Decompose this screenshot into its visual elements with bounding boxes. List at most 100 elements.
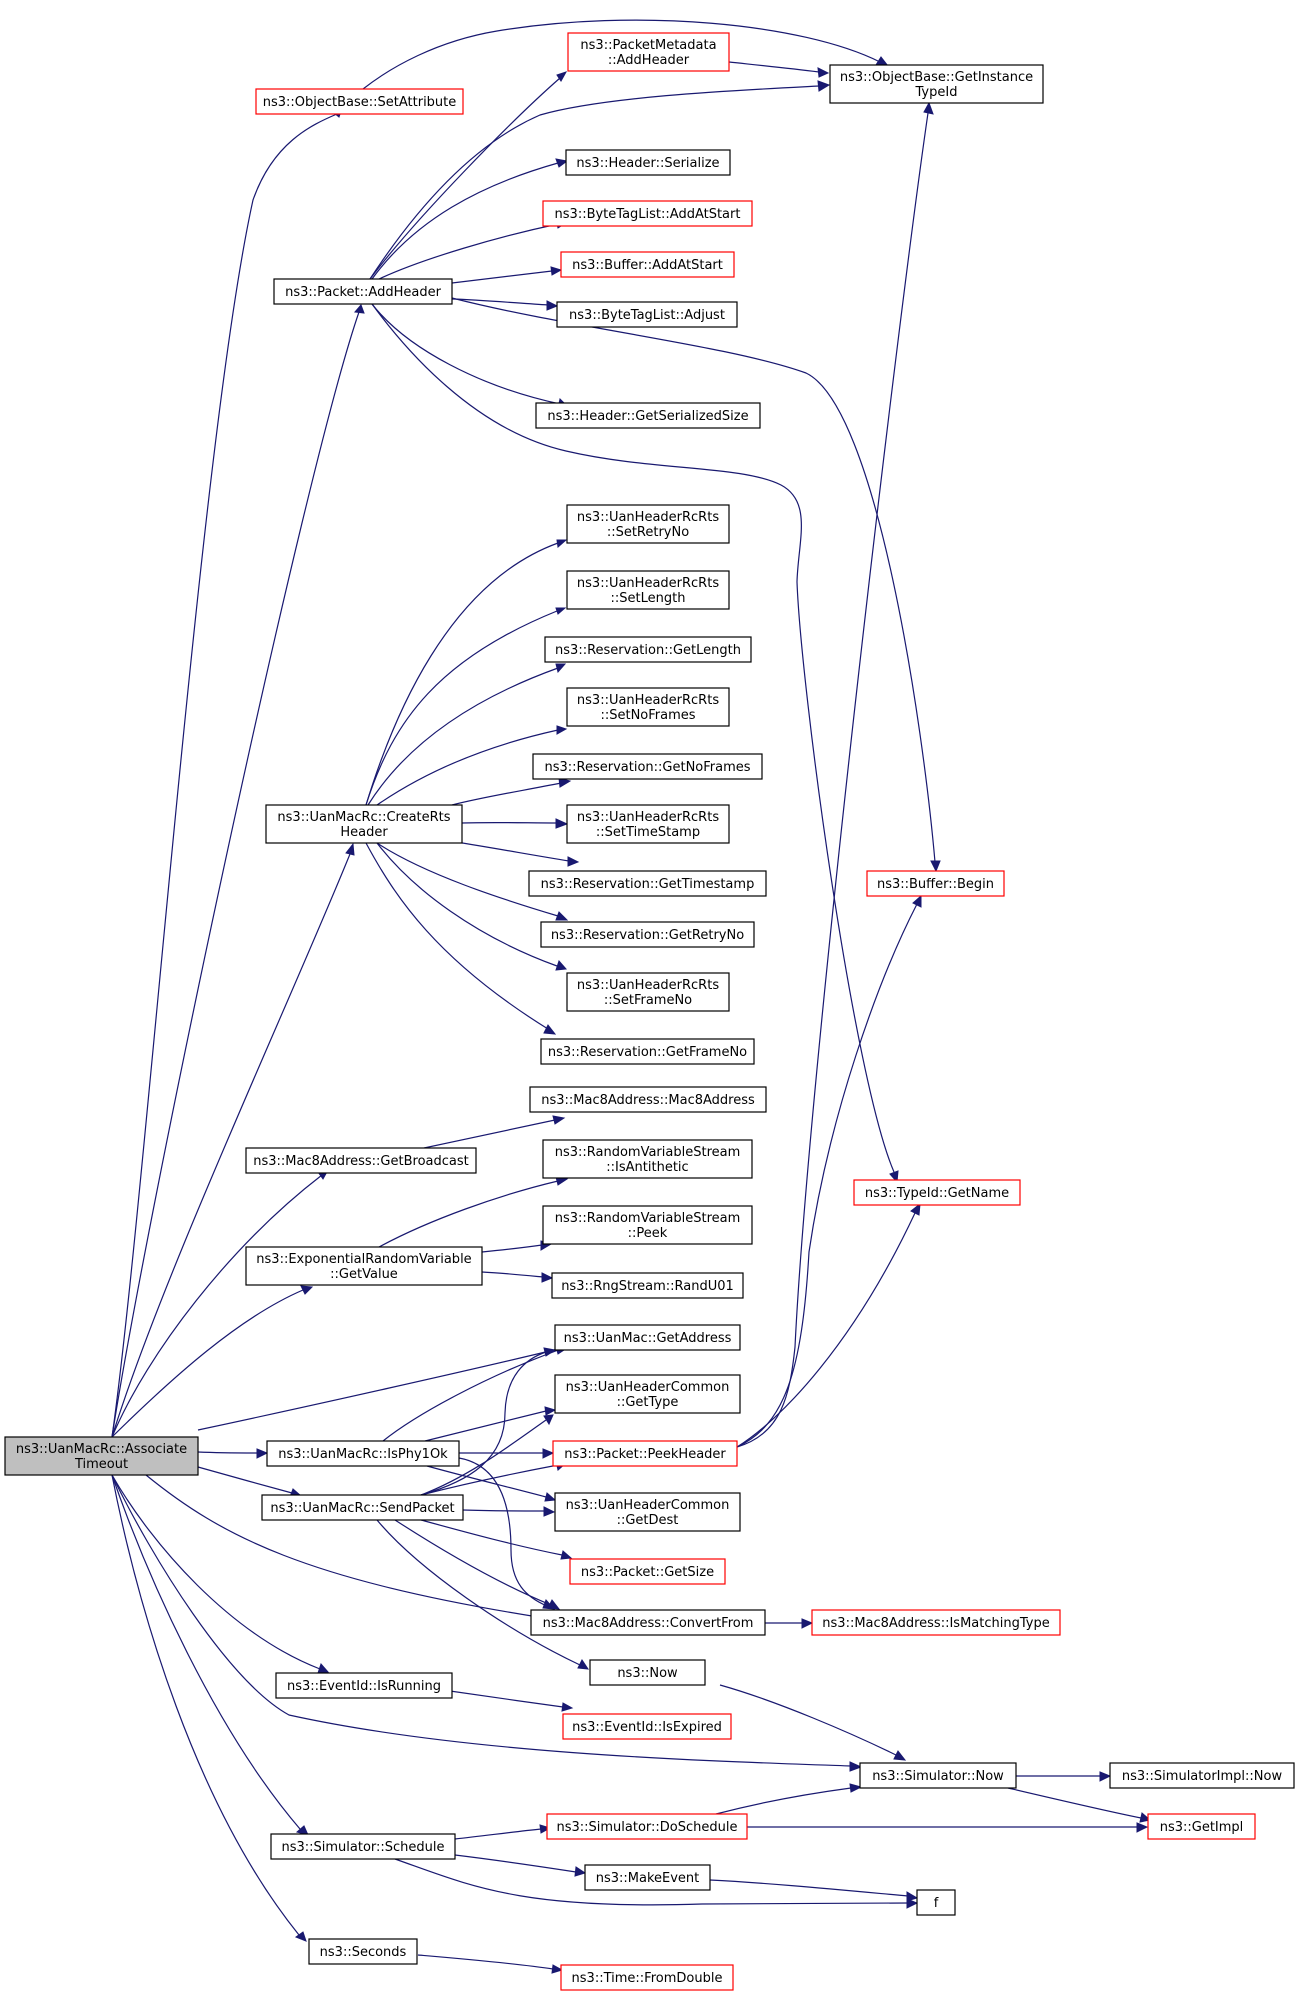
edge-sendpkt-to-m8cf [394, 1519, 561, 1610]
node-rng[interactable]: ns3::RngStream::RandU01 [551, 1272, 744, 1299]
node-btladj[interactable]: ns3::ByteTagList::Adjust [556, 301, 738, 328]
node-box [554, 1374, 741, 1414]
node-box [255, 88, 464, 115]
node-rgl[interactable]: ns3::Reservation::GetLength [544, 636, 752, 663]
node-getimpl[interactable]: ns3::GetImpl [1147, 1813, 1256, 1840]
node-box [245, 1246, 483, 1286]
edge-simnow-to-getimpl [1007, 1787, 1152, 1823]
node-uhcgd[interactable]: ns3::UanHeaderCommon::GetDest [554, 1492, 741, 1532]
node-label: ::SetFrameNo [604, 993, 692, 1008]
node-sfn[interactable]: ns3::UanHeaderRcRts::SetFrameNo [566, 972, 730, 1012]
node-snf[interactable]: ns3::UanHeaderRcRts::SetNoFrames [566, 687, 730, 727]
node-simimplnow[interactable]: ns3::SimulatorImpl::Now [1109, 1762, 1295, 1789]
arrowhead [555, 818, 569, 829]
node-sts[interactable]: ns3::UanHeaderRcRts::SetTimeStamp [566, 804, 730, 844]
node-tidgn[interactable]: ns3::TypeId::GetName [853, 1179, 1021, 1206]
node-label: ns3::Buffer::Begin [877, 877, 994, 892]
node-box [529, 1086, 767, 1113]
node-pktsize[interactable]: ns3::Packet::GetSize [569, 1558, 726, 1585]
node-box [584, 1864, 711, 1891]
node-rgnf[interactable]: ns3::Reservation::GetNoFrames [532, 753, 763, 780]
node-umga[interactable]: ns3::UanMac::GetAddress [554, 1324, 741, 1351]
node-f[interactable]: f [916, 1889, 956, 1916]
node-label: ns3::Simulator::Now [872, 1769, 1004, 1784]
node-label: ns3::Header::GetSerializedSize [547, 409, 748, 424]
edge-root-to-m8gb [111, 1169, 329, 1438]
node-label: ns3::ByteTagList::Adjust [569, 308, 725, 323]
node-m8cf[interactable]: ns3::Mac8Address::ConvertFrom [530, 1609, 766, 1636]
node-isphy[interactable]: ns3::UanMacRc::IsPhy1Ok [266, 1440, 460, 1467]
node-rvspeek[interactable]: ns3::RandomVariableStream::Peek [542, 1205, 753, 1245]
edge-erv-to-rvsanti [378, 1176, 569, 1248]
edge-line [719, 1684, 897, 1756]
node-srn[interactable]: ns3::UanHeaderRcRts::SetRetryNo [566, 504, 730, 544]
node-rgts[interactable]: ns3::Reservation::GetTimestamp [528, 870, 767, 897]
node-eidexp[interactable]: ns3::EventId::IsExpired [562, 1713, 732, 1740]
node-bufbeg[interactable]: ns3::Buffer::Begin [866, 870, 1005, 897]
edge-line [451, 782, 562, 806]
node-simnow[interactable]: ns3::Simulator::Now [859, 1762, 1017, 1789]
edge-crh-to-rgrn [376, 842, 569, 921]
node-seconds[interactable]: ns3::Seconds [308, 1938, 418, 1965]
node-hdrgss[interactable]: ns3::Header::GetSerializedSize [535, 402, 761, 429]
node-m8gb[interactable]: ns3::Mac8Address::GetBroadcast [245, 1147, 477, 1174]
node-tfd[interactable]: ns3::Time::FromDouble [560, 1964, 734, 1991]
node-pktpeek[interactable]: ns3::Packet::PeekHeader [552, 1440, 738, 1467]
node-label: ns3::Reservation::GetTimestamp [541, 877, 755, 892]
edge-simds-to-simnow [715, 1783, 863, 1815]
node-simsched[interactable]: ns3::Simulator::Schedule [270, 1833, 456, 1860]
node-box [532, 753, 763, 780]
node-pmeta[interactable]: ns3::PacketMetadata::AddHeader [567, 32, 730, 72]
arrowhead [556, 725, 568, 735]
node-box [866, 870, 1005, 897]
node-now[interactable]: ns3::Now [589, 1659, 706, 1686]
node-uhcgt[interactable]: ns3::UanHeaderCommon::GetType [554, 1374, 741, 1414]
node-rgrn[interactable]: ns3::Reservation::GetRetryNo [540, 921, 755, 948]
node-pktadd[interactable]: ns3::Packet::AddHeader [273, 278, 453, 305]
edge-line [481, 1244, 543, 1253]
edge-sendpkt-to-uhcgt [420, 1414, 554, 1496]
node-label: ns3::ExponentialRandomVariable [256, 1252, 471, 1267]
edge-line [423, 1119, 556, 1149]
edge-line [111, 1474, 321, 1670]
arrowhead [543, 1347, 557, 1357]
edge-line [728, 61, 820, 73]
node-setattr[interactable]: ns3::ObjectBase::SetAttribute [255, 88, 464, 115]
edge-simsched-to-mkevent [454, 1854, 587, 1877]
node-label: ns3::SimulatorImpl::Now [1122, 1769, 1283, 1784]
node-box [528, 870, 767, 897]
node-erv[interactable]: ns3::ExponentialRandomVariable::GetValue [245, 1246, 483, 1286]
arrowhead [555, 911, 569, 921]
edge-line [365, 842, 549, 1030]
edge-pktadd-to-tidgn [371, 303, 899, 1184]
node-simds[interactable]: ns3::Simulator::DoSchedule [546, 1813, 748, 1840]
node-btladd[interactable]: ns3::ByteTagList::AddAtStart [542, 200, 753, 227]
arrowhead [544, 1406, 557, 1416]
node-box [245, 1147, 477, 1174]
node-label: ns3::Reservation::GetNoFrames [544, 760, 750, 775]
arrowhead [906, 1898, 919, 1909]
edge-sendpkt-to-now [376, 1519, 590, 1670]
edge-line [454, 1854, 577, 1873]
edge-line [111, 853, 351, 1438]
node-sl[interactable]: ns3::UanHeaderRcRts::SetLength [566, 570, 730, 610]
node-sendpkt[interactable]: ns3::UanMacRc::SendPacket [261, 1494, 464, 1521]
node-label: ns3::Buffer::AddAtStart [572, 258, 723, 273]
node-m8imt[interactable]: ns3::Mac8Address::IsMatchingType [811, 1609, 1061, 1636]
arrowhead [354, 304, 365, 314]
node-hdrser[interactable]: ns3::Header::Serialize [565, 149, 731, 176]
node-bufadd[interactable]: ns3::Buffer::AddAtStart [560, 251, 735, 278]
node-mkevent[interactable]: ns3::MakeEvent [584, 1864, 711, 1891]
edge-root-to-sendpkt [197, 1466, 303, 1498]
node-rvsanti[interactable]: ns3::RandomVariableStream::IsAntithetic [542, 1139, 753, 1179]
node-box [275, 1672, 453, 1699]
node-eidrun[interactable]: ns3::EventId::IsRunning [275, 1672, 453, 1699]
node-m8a[interactable]: ns3::Mac8Address::Mac8Address [529, 1086, 767, 1113]
arrowhead [345, 842, 355, 856]
edge-simnow-to-simimplnow [1016, 1771, 1112, 1782]
node-rgfn[interactable]: ns3::Reservation::GetFrameNo [540, 1038, 755, 1065]
node-label: ns3::Packet::PeekHeader [564, 1447, 726, 1462]
